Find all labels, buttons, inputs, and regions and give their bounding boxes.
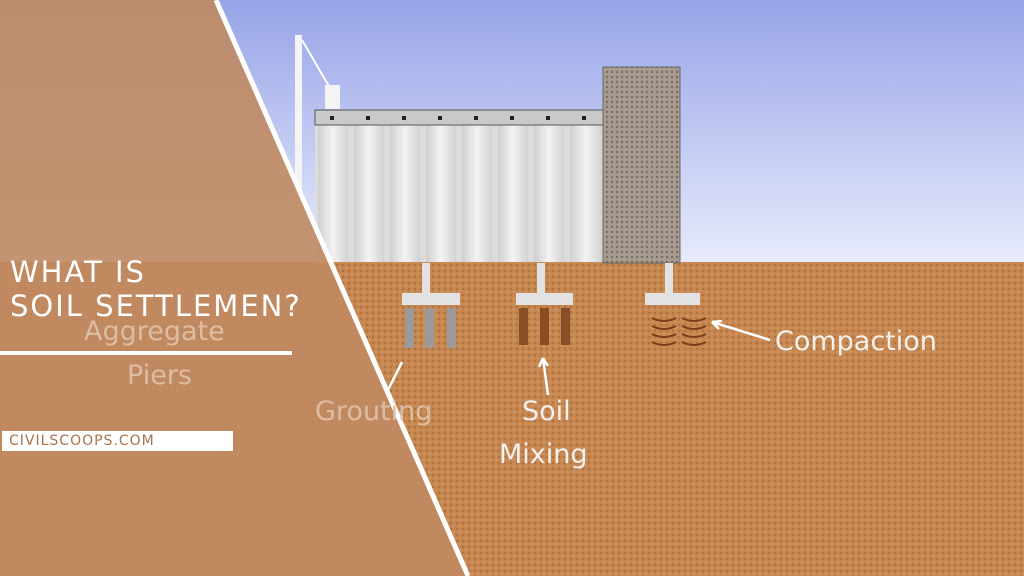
diagonal-divider [213,0,471,576]
website-badge[interactable]: CIVILSCOOPS.COM [2,431,233,451]
compaction-marks [651,317,707,346]
label-compaction: Compaction [775,326,937,357]
crane-cab [325,85,340,109]
crane-pole [295,35,302,195]
gabion-wall [602,66,681,264]
label-soil-mixing-2: Mixing [499,439,588,470]
wall-columns [315,125,605,262]
title-underline [0,351,292,355]
aggregate-piers [405,308,456,348]
label-soil-mixing-1: Soil [522,396,571,427]
footings [402,263,700,305]
mixing-columns [519,308,570,345]
label-aggregate: Aggregate [84,316,225,347]
label-grouting: Grouting [315,396,433,427]
label-piers: Piers [127,360,192,391]
headline-line-2: SOIL SETTLEMEN? [10,289,302,323]
arrows [386,319,771,396]
headline-line-1: WHAT IS [10,255,146,289]
